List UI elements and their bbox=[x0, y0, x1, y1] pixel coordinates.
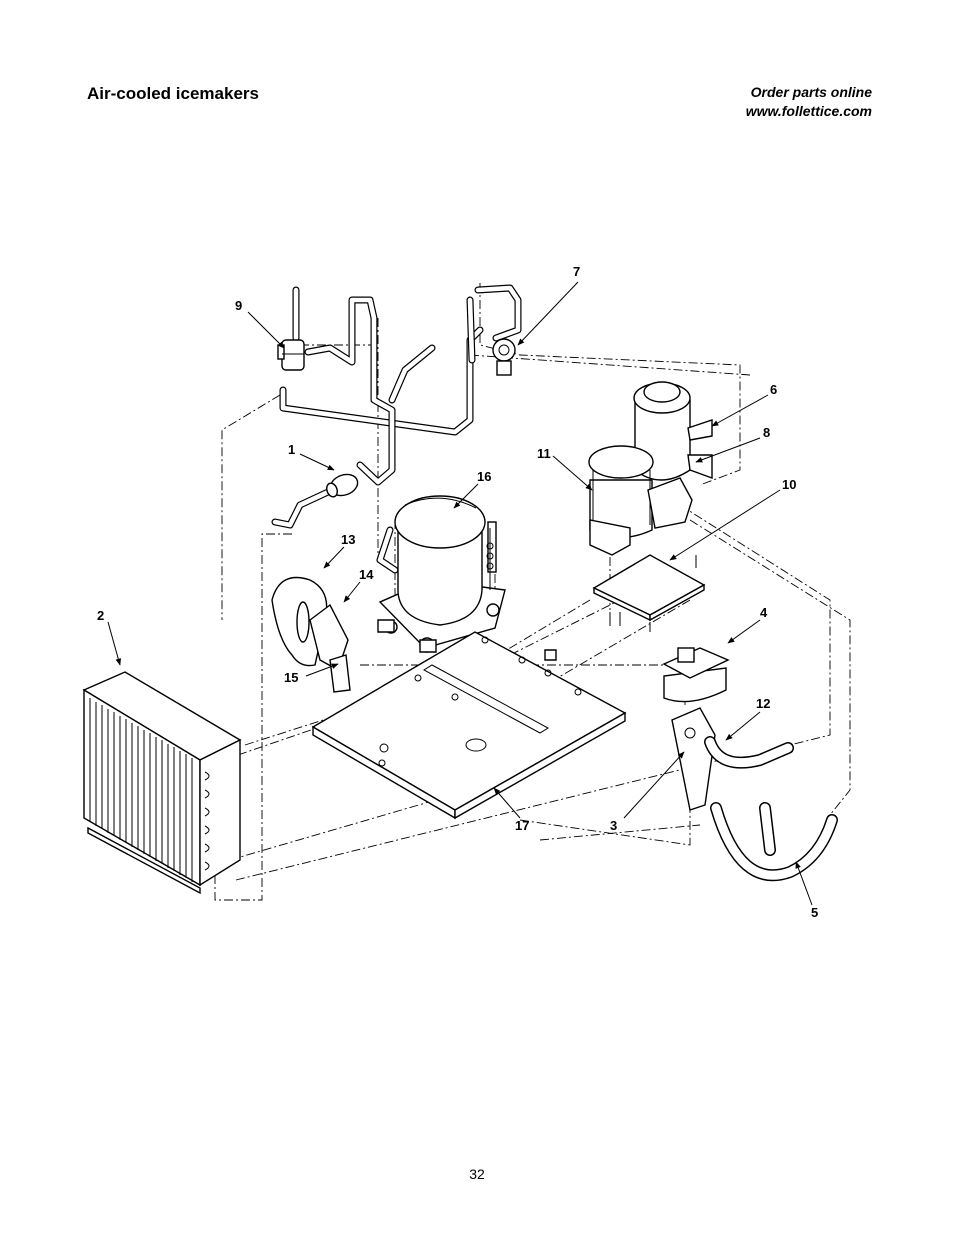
refrigerant-tubing bbox=[271, 284, 522, 574]
part-compressor-16 bbox=[378, 495, 506, 653]
callout-14: 14 bbox=[359, 567, 374, 582]
part-gearmotor-11 bbox=[588, 445, 693, 556]
callout-13: 13 bbox=[341, 532, 355, 547]
callout-6: 6 bbox=[770, 382, 777, 397]
order-online-text: Order parts online bbox=[750, 84, 872, 100]
callout-1: 1 bbox=[288, 442, 295, 457]
callout-10: 10 bbox=[782, 477, 796, 492]
callout-12: 12 bbox=[756, 696, 770, 711]
callout-15: 15 bbox=[284, 670, 298, 685]
callout-leaders bbox=[107, 281, 813, 906]
page-number: 32 bbox=[469, 1166, 485, 1182]
part-valve-9 bbox=[277, 339, 305, 371]
callout-2: 2 bbox=[97, 608, 104, 623]
part-fan-blade-13 bbox=[271, 576, 328, 667]
part-base-pan-17 bbox=[311, 631, 627, 820]
callout-8: 8 bbox=[763, 425, 770, 440]
part-expansion-valve-7 bbox=[492, 338, 516, 376]
part-control-box-10 bbox=[592, 554, 706, 622]
callout-11: 11 bbox=[537, 446, 551, 461]
callout-7: 7 bbox=[573, 264, 580, 279]
part-filter-drier-1 bbox=[326, 473, 359, 498]
part-hose-5 bbox=[710, 802, 838, 882]
part-condenser-2 bbox=[82, 671, 242, 895]
part-reservoir-4 bbox=[662, 647, 730, 703]
callout-17: 17 bbox=[515, 818, 529, 833]
part-bracket-3 bbox=[671, 707, 716, 811]
website-link[interactable]: www.follettice.com bbox=[745, 103, 872, 119]
hardware-screws bbox=[377, 528, 697, 661]
callout-4: 4 bbox=[760, 605, 768, 620]
callout-3: 3 bbox=[610, 818, 617, 833]
part-hose-12 bbox=[704, 736, 794, 769]
order-info: Order parts online www.follettice.com bbox=[652, 83, 872, 121]
callout-5: 5 bbox=[811, 905, 818, 920]
callout-labels: 1 2 3 4 5 6 7 8 9 10 11 12 13 14 15 16 1… bbox=[97, 264, 818, 920]
page-title: Air-cooled icemakers bbox=[87, 84, 259, 103]
callout-16: 16 bbox=[477, 469, 491, 484]
callout-9: 9 bbox=[235, 298, 242, 313]
